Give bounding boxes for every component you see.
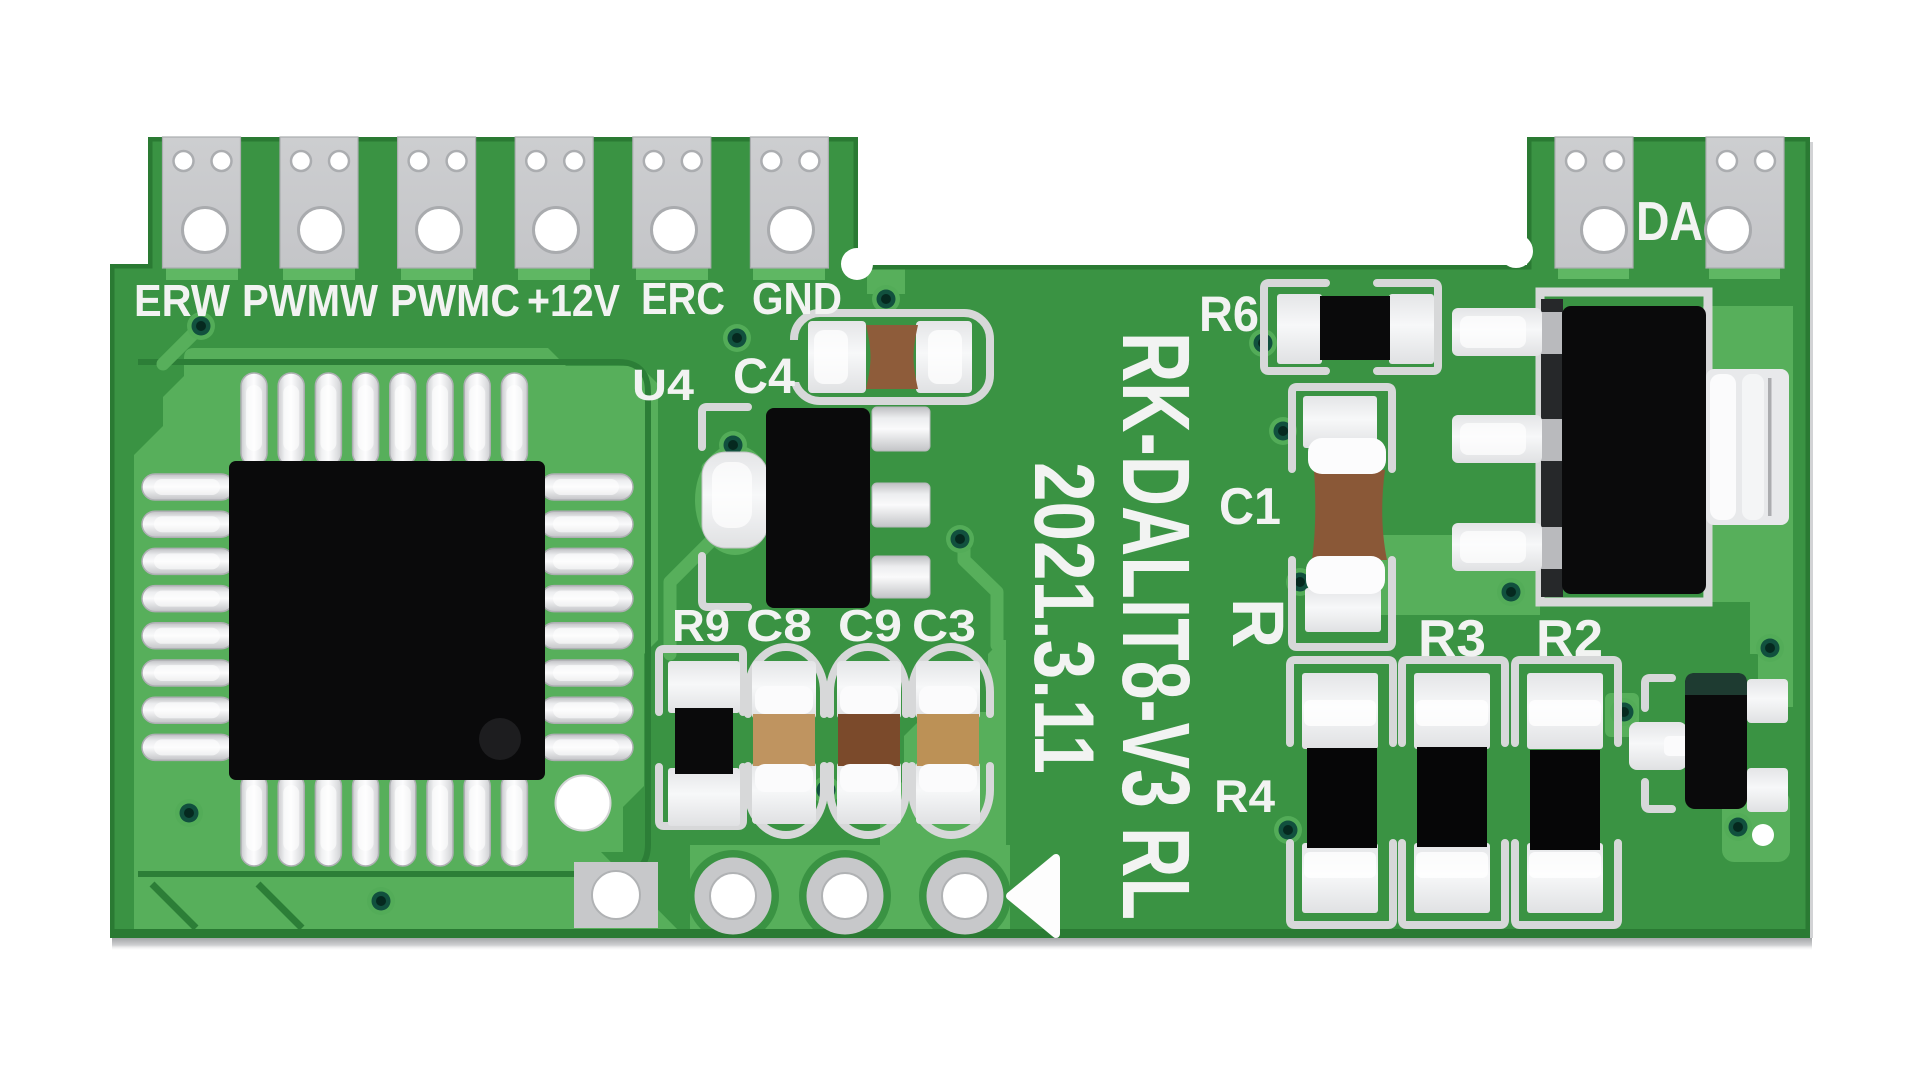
svg-text:R4: R4 bbox=[1214, 770, 1275, 822]
svg-text:GND: GND bbox=[752, 273, 842, 324]
svg-text:R6: R6 bbox=[1199, 286, 1259, 342]
svg-text:R9: R9 bbox=[672, 600, 730, 651]
svg-text:R: R bbox=[1217, 598, 1298, 648]
svg-text:ERC: ERC bbox=[641, 273, 725, 324]
svg-text:ERW: ERW bbox=[134, 275, 230, 326]
svg-text:+12V: +12V bbox=[527, 275, 620, 326]
svg-text:R2: R2 bbox=[1536, 610, 1603, 668]
svg-text:DA: DA bbox=[1636, 190, 1703, 252]
svg-text:C4: C4 bbox=[733, 348, 795, 404]
svg-text:R3: R3 bbox=[1418, 610, 1486, 668]
svg-text:C8: C8 bbox=[746, 600, 812, 651]
svg-text:C1: C1 bbox=[1219, 478, 1281, 536]
svg-text:C3: C3 bbox=[912, 600, 976, 651]
svg-text:U4: U4 bbox=[632, 361, 695, 410]
svg-text:RK-DALIT8-V3 RL: RK-DALIT8-V3 RL bbox=[1102, 332, 1209, 920]
svg-text:PWMC: PWMC bbox=[390, 275, 520, 326]
svg-text:2021.3.11: 2021.3.11 bbox=[1016, 462, 1111, 774]
svg-text:PWMW: PWMW bbox=[242, 275, 378, 326]
svg-text:C9: C9 bbox=[838, 600, 902, 651]
